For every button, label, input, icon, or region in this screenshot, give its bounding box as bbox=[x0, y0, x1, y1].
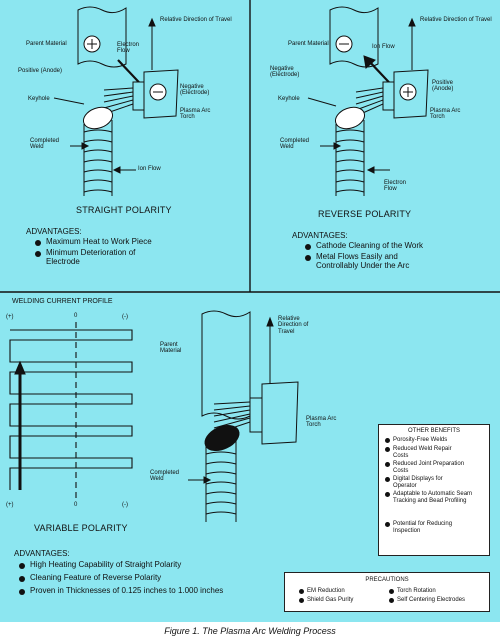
ion-flow-label: Ion Flow bbox=[138, 166, 161, 172]
precaution-item: Shield Gas Purity bbox=[298, 597, 354, 603]
positive-anode-label: Positive (Anode) bbox=[18, 68, 63, 74]
precaution-item: Self Centering Electrodes bbox=[388, 597, 466, 603]
keyhole-label: Keyhole bbox=[278, 96, 300, 102]
travel-direction-label: Relative Direction of Travel bbox=[160, 17, 232, 23]
variable-advantage-item: Proven in Thicknesses of 0.125 inches to… bbox=[19, 586, 260, 596]
zero-label: 0 bbox=[74, 313, 78, 319]
torch-label: Plasma Arc Torch bbox=[306, 416, 337, 429]
torch-label: Plasma Arc Torch bbox=[430, 108, 461, 121]
other-benefits-heading: OTHER BENEFITS bbox=[407, 428, 460, 434]
straight-polarity-title: STRAIGHT POLARITY bbox=[76, 205, 172, 215]
positive-sign-label: (+) bbox=[6, 314, 14, 320]
diagram-drawing bbox=[0, 0, 500, 522]
zero-label: 0 bbox=[74, 502, 78, 508]
benefit-item: Reduced Joint Preparation Costs bbox=[385, 461, 465, 474]
variable-advantages-heading: ADVANTAGES: bbox=[14, 549, 70, 558]
figure-caption: Figure 1. The Plasma Arc Welding Process bbox=[164, 626, 336, 636]
reverse-polarity-title: REVERSE POLARITY bbox=[318, 209, 412, 219]
electron-flow-label: Electron Flow bbox=[384, 180, 407, 193]
negative-electrode-label: Negative (Electrode) bbox=[270, 66, 300, 79]
parent-material-label: Parent Material bbox=[288, 41, 329, 47]
benefit-item: Reduced Weld Repair Costs bbox=[385, 446, 463, 459]
figure-panel: Parent Material Relative Direction of Tr… bbox=[0, 0, 500, 622]
other-benefits-box: OTHER BENEFITS Porosity-Free Welds Reduc… bbox=[378, 424, 490, 556]
current-profile-graph bbox=[9, 322, 133, 498]
precaution-item: Torch Rotation bbox=[389, 588, 436, 594]
negative-electrode-label: Negative (Electrode) bbox=[180, 84, 210, 97]
variable-advantage-item: Cleaning Feature of Reverse Polarity bbox=[19, 573, 270, 583]
straight-advantages-heading: ADVANTAGES: bbox=[26, 227, 82, 236]
keyhole-label: Keyhole bbox=[28, 96, 50, 102]
completed-weld-label: Completed Weld bbox=[30, 138, 60, 151]
positive-anode-label: Positive (Anode) bbox=[432, 80, 454, 93]
reverse-advantage-item: Cathode Cleaning of the Work bbox=[305, 241, 486, 251]
straight-advantage-item: Maximum Heat to Work Piece bbox=[35, 237, 236, 247]
completed-weld-label: Completed Weld bbox=[280, 138, 310, 151]
negative-sign-label: (-) bbox=[122, 502, 128, 508]
parent-material-label: Parent Material bbox=[160, 342, 182, 355]
electron-flow-label: Electron Flow bbox=[117, 42, 140, 55]
variable-advantage-item: High Heating Capability of Straight Pola… bbox=[19, 560, 270, 570]
benefit-item: Potential for Reducing Inspection bbox=[385, 521, 481, 534]
precautions-box: PRECAUTIONS EM Reduction Torch Rotation … bbox=[284, 572, 490, 612]
straight-advantage-item: Minimum Deterioration of Electrode bbox=[35, 248, 156, 267]
completed-weld-label: Completed Weld bbox=[150, 470, 180, 483]
travel-direction-label: Relative Direction of Travel bbox=[278, 316, 309, 335]
reverse-polarity-diagram bbox=[307, 6, 429, 196]
benefit-item: Porosity-Free Welds bbox=[385, 437, 483, 444]
torch-label: Plasma Arc Torch bbox=[180, 108, 211, 121]
reverse-advantages-heading: ADVANTAGES: bbox=[292, 231, 348, 240]
precaution-item: EM Reduction bbox=[299, 588, 345, 594]
variable-polarity-title: VARIABLE POLARITY bbox=[34, 523, 128, 533]
parent-material-label: Parent Material bbox=[26, 41, 67, 47]
positive-sign-label: (+) bbox=[6, 502, 14, 508]
benefit-item: Adaptable to Automatic Seam Tracking and… bbox=[385, 491, 485, 504]
reverse-advantage-item: Metal Flows Easily and Controllably Unde… bbox=[305, 252, 436, 271]
precautions-heading: PRECAUTIONS bbox=[365, 577, 409, 583]
straight-polarity-diagram bbox=[53, 6, 179, 196]
current-profile-title: WELDING CURRENT PROFILE bbox=[12, 298, 113, 305]
variable-polarity-diagram bbox=[188, 310, 299, 522]
travel-direction-label: Relative Direction of Travel bbox=[420, 17, 492, 23]
negative-sign-label: (-) bbox=[122, 314, 128, 320]
ion-flow-label: Ion Flow bbox=[372, 44, 395, 50]
benefit-item: Digital Displays for Operator bbox=[385, 476, 465, 489]
